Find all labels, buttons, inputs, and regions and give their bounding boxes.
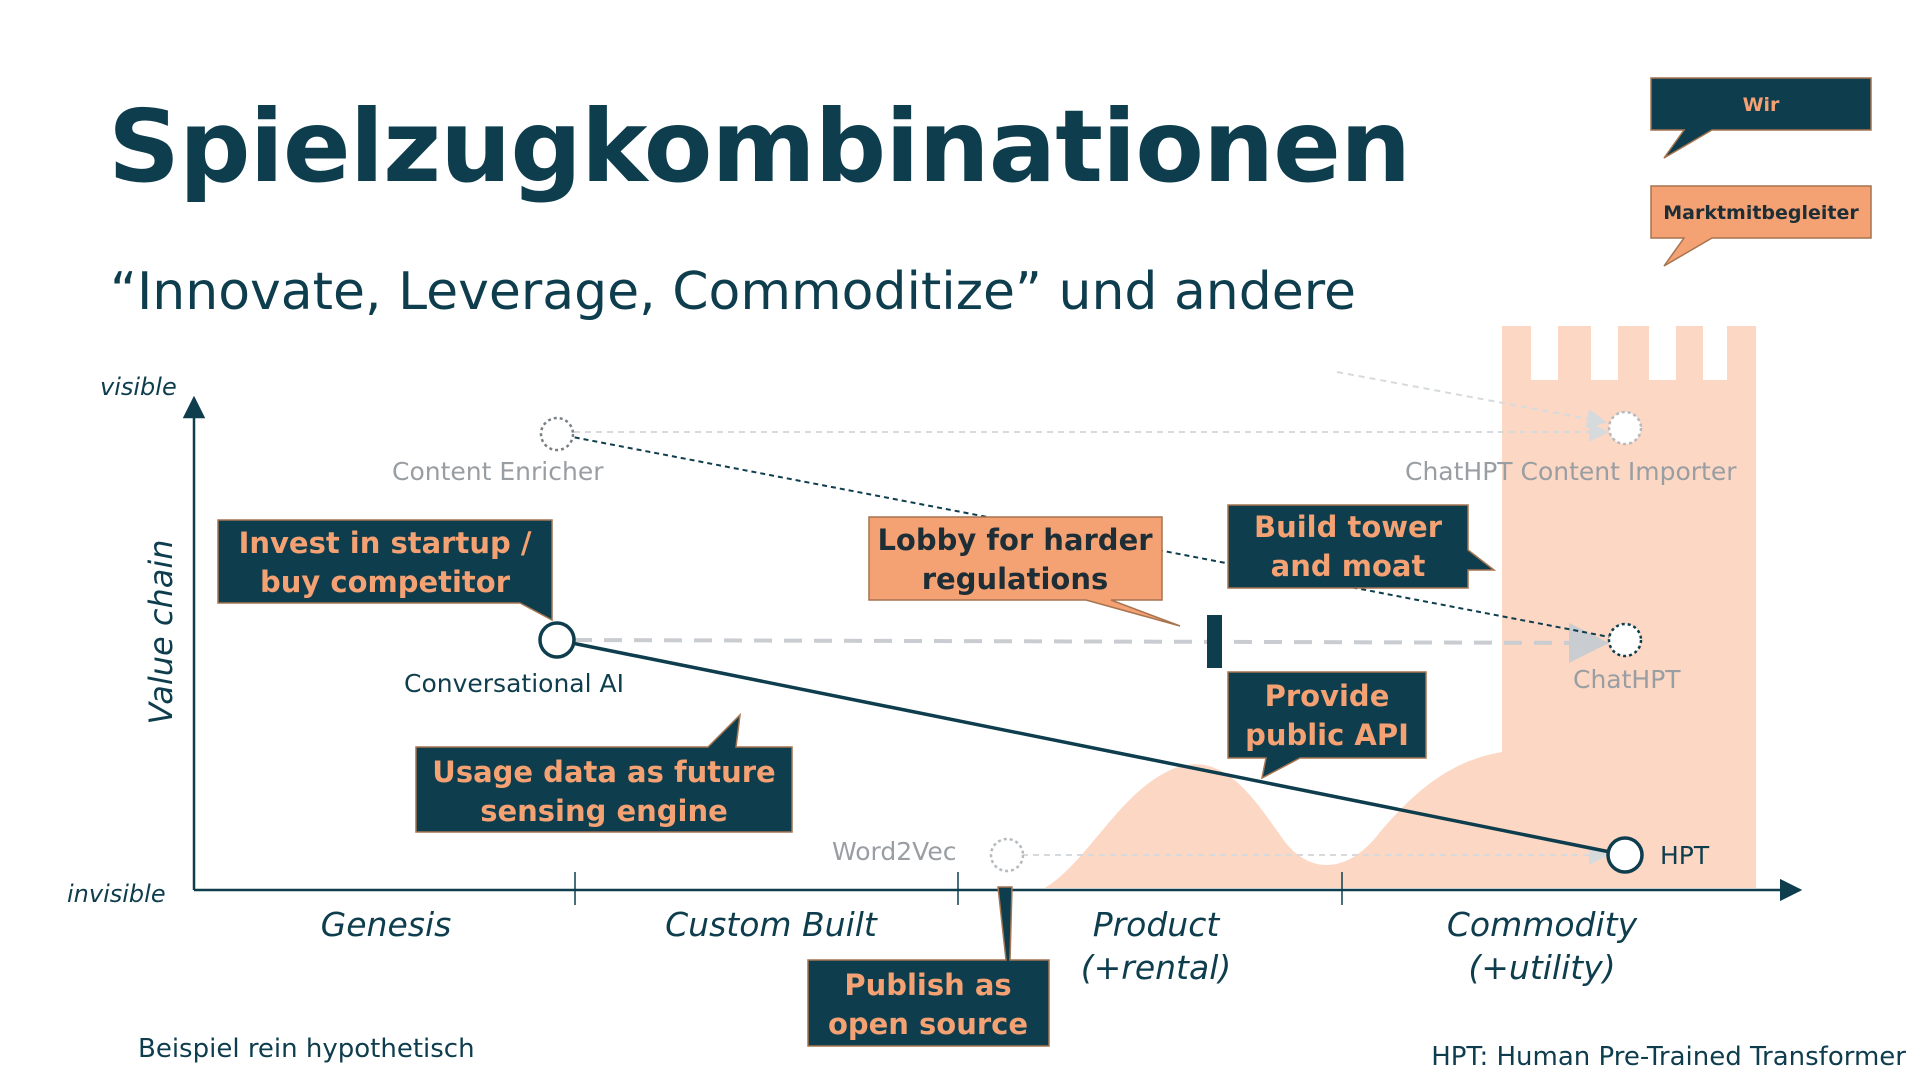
callout-usage-data-line1: Usage data as future (432, 755, 775, 789)
evolution-arrow-tower-to-importer (1336, 371, 1607, 429)
callout-publish: Publish as open source (807, 886, 1050, 1047)
callout-lobby: Lobby for harder regulations (868, 516, 1181, 627)
callout-usage-data: Usage data as future sensing engine (415, 712, 793, 833)
callout-publish-line1: Publish as (844, 968, 1011, 1002)
dependency-conversational-ai-to-hpt (556, 638, 1626, 857)
callout-lobby-line2: regulations (922, 562, 1109, 596)
component-chathpt-content-importer (1607, 410, 1643, 446)
label-chathpt: ChatHPT (1573, 665, 1681, 694)
footnote-hpt-definition: HPT: Human Pre-Trained Transformer (1431, 1042, 1906, 1072)
component-content-enricher (539, 416, 575, 452)
stage-labels: Genesis Custom Built Product (+rental) C… (321, 905, 1638, 987)
callout-invest-line2: buy competitor (260, 565, 511, 599)
callout-build-tower: Build tower and moat (1227, 504, 1497, 589)
y-axis-top-label: visible (100, 373, 177, 401)
stage-label-product-sub: (+rental) (1081, 948, 1232, 987)
label-content-enricher: Content Enricher (392, 457, 604, 486)
stage-label-genesis: Genesis (321, 905, 452, 944)
stage-label-commodity-sub: (+utility) (1468, 948, 1615, 987)
page-subtitle: “Innovate, Leverage, Commoditize” und an… (110, 262, 1356, 322)
component-hpt (1606, 836, 1644, 874)
component-chathpt (1607, 622, 1643, 658)
label-conversational-ai: Conversational AI (404, 669, 624, 698)
legend-us: Wir (1650, 77, 1872, 159)
callout-build-tower-line1: Build tower (1254, 510, 1443, 544)
callout-usage-data-line2: sensing engine (480, 794, 728, 828)
callout-build-tower-line2: and moat (1271, 549, 1426, 583)
label-word2vec: Word2Vec (832, 837, 956, 866)
stage-label-commodity: Commodity (1447, 905, 1638, 944)
callout-lobby-line1: Lobby for harder (877, 523, 1153, 557)
callout-provide-api-line1: Provide (1265, 679, 1390, 713)
component-conversational-ai (538, 621, 576, 659)
callout-invest-line1: Invest in startup / (239, 526, 532, 560)
y-axis-label: Value chain (142, 539, 180, 724)
y-axis-bottom-label: invisible (67, 880, 166, 908)
footnote-hypothetical: Beispiel rein hypothetisch (138, 1034, 475, 1064)
inertia-barrier (1207, 615, 1222, 668)
legend-competitor-label: Marktmitbegleiter (1663, 202, 1859, 224)
callout-provide-api: Provide public API (1227, 671, 1427, 780)
callout-provide-api-line2: public API (1245, 718, 1409, 752)
label-chathpt-content-importer: ChatHPT Content Importer (1405, 457, 1737, 486)
legend-us-label: Wir (1743, 94, 1780, 116)
stage-label-product: Product (1093, 905, 1221, 944)
callout-publish-line2: open source (828, 1007, 1028, 1041)
evolution-arrow-conversational-ai (573, 622, 1609, 663)
legend-competitor: Marktmitbegleiter (1650, 185, 1872, 267)
callout-invest: Invest in startup / buy competitor (217, 519, 553, 622)
component-word2vec (989, 837, 1025, 873)
stage-label-custom-built: Custom Built (665, 905, 878, 944)
label-hpt: HPT (1660, 841, 1710, 870)
tower-shape (1502, 326, 1756, 888)
page-title: Spielzugkombinationen (108, 88, 1411, 205)
